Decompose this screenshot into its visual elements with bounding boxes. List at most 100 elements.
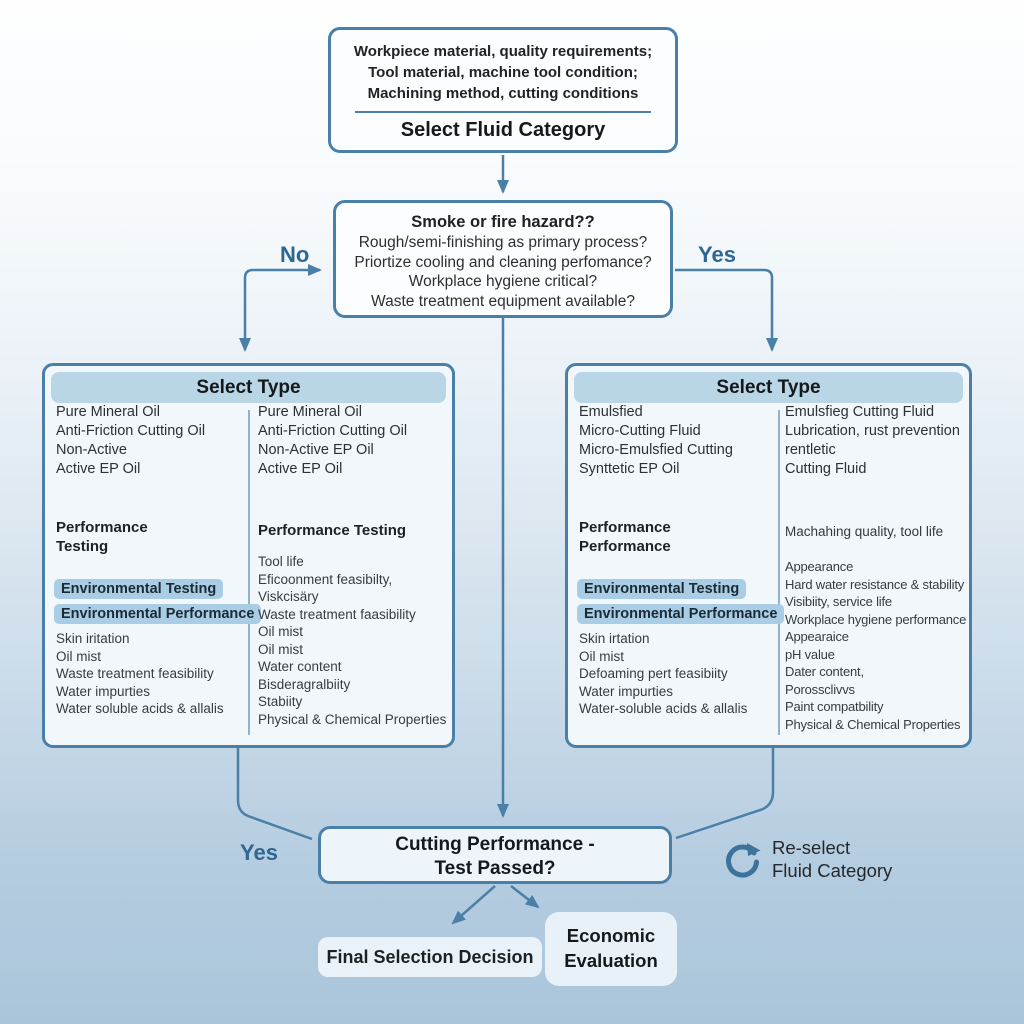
decision-title: Smoke or fire hazard?? [411, 213, 595, 231]
connector-yes-down [675, 268, 778, 352]
connector-no-down [239, 268, 254, 352]
fluid-type: Micro-Emulsfied Cutting [579, 442, 733, 458]
economic-evaluation-line: Economic [566, 925, 656, 946]
test-item: Stabiity [258, 694, 303, 709]
yes-label: Yes [698, 242, 736, 267]
left-col2-performance-heading: Performance Testing [258, 521, 406, 540]
test-item: Dater content, [785, 664, 864, 679]
test-item: pH value [785, 646, 835, 662]
test-item: Oil mist [579, 648, 624, 664]
test-item: Water impurties [56, 683, 151, 699]
start-box-inputs: Workpiece material, quality requirements… [331, 41, 675, 104]
test-item: Tool life [258, 554, 304, 569]
column-divider-left-box [248, 410, 250, 735]
input-condition-line: Tool material, machine tool condition; [368, 64, 638, 81]
fluid-type: Active EP Oil [56, 461, 141, 477]
test-item: Skin iritation [56, 631, 130, 646]
cutting-performance-line: Cutting Performance - [395, 834, 595, 855]
test-item: Physical & Chemical Properties [258, 711, 447, 727]
heading-line: Performance [579, 519, 671, 536]
heading-line: Performance Testing [258, 522, 407, 539]
connector-test-to-final [451, 885, 496, 925]
fluid-type: Emulsfied [579, 404, 643, 420]
reselect-line: Fluid Category [772, 860, 893, 881]
test-item: Bisderagralbiity [258, 676, 351, 692]
environmental-performance-pill-right: Environmental Performance [577, 604, 785, 624]
fluid-type: Anti-Friction Cutting Oil [258, 423, 408, 439]
start-box-divider [355, 111, 651, 113]
test-item: Appearance [785, 559, 854, 574]
decision-question-line: Priortize cooling and cleaning perfomanc… [354, 253, 652, 271]
decision-questions: Rough/semi-finishing as primary process?… [336, 233, 670, 311]
fluid-type: Lubrication, rust prevention [785, 423, 960, 439]
connector-right-to-test [675, 748, 775, 840]
test-item: Defoaming pert feasibiity [579, 666, 728, 681]
decision-question-line: Workplace hygiene critical? [408, 273, 598, 290]
economic-evaluation-line: Evaluation [564, 950, 658, 971]
test-item: Skin irtation [579, 631, 650, 646]
fluid-type: Micro-Cutting Fluid [579, 423, 701, 439]
test-item: Physical & Chemical Properties [785, 716, 961, 732]
no-label: No [280, 242, 310, 267]
test-item: Waste treatment feasibility [56, 666, 214, 681]
test-item: Waste treatment faasibility [258, 606, 416, 622]
decision-question-line: Waste treatment equipment available? [371, 292, 635, 310]
test-item: Viskcisäry [258, 589, 319, 604]
fluid-type: Anti-Friction Cutting Oil [56, 423, 206, 439]
fluid-type: Synttetic EP Oil [579, 461, 680, 477]
select-type-box-right: Select Type [565, 363, 972, 748]
input-condition-line: Machining method, cutting conditions [367, 85, 639, 102]
test-item: Porossclivvs [785, 681, 855, 697]
connector-test-to-economic [510, 885, 540, 909]
test-item: Eficoonment feasibilty, [258, 571, 393, 587]
test-item: Oil mist [258, 641, 303, 657]
fluid-type: Active EP Oil [258, 461, 343, 477]
heading-line: Testing [56, 538, 109, 555]
input-condition-line: Workpiece material, quality requirements… [353, 43, 653, 60]
heading-line: Performance [579, 538, 671, 555]
environmental-testing-pill-left: Environmental Testing [54, 579, 224, 599]
connector-left-to-test [236, 748, 313, 841]
test-item: Water impurties [579, 683, 674, 699]
cutting-performance-box: Cutting Performance - Test Passed? [318, 826, 672, 884]
heading-line: Performance [56, 519, 148, 536]
select-type-header-left: Select Type [51, 372, 446, 403]
select-fluid-category-title: Select Fluid Category [400, 119, 606, 141]
cutting-performance-line: Test Passed? [434, 858, 556, 879]
test-item: Oil mist [56, 648, 101, 664]
test-item: Workplace hygiene performance [785, 611, 967, 627]
test-item: Paint compatbility [785, 699, 884, 714]
start-box: Workpiece material, quality requirements… [328, 27, 678, 153]
test-item: Water-soluble acids & allalis [579, 701, 748, 716]
yes-bottom-label: Yes [240, 840, 278, 865]
right-col2-note: Machahing quality, tool life [785, 524, 944, 539]
test-item: Oil mist [258, 624, 303, 639]
select-type-header-right: Select Type [574, 372, 963, 403]
refresh-icon [720, 838, 764, 882]
test-item: Visibiity, service life [785, 594, 892, 609]
test-item: Hard water resistance & stability [785, 576, 965, 592]
fluid-type: Cutting Fluid [785, 461, 867, 477]
environmental-testing-pill-right: Environmental Testing [577, 579, 747, 599]
decision-box: Smoke or fire hazard?? Rough/semi-finish… [333, 200, 673, 318]
select-type-box-left: Select Type [42, 363, 455, 748]
fluid-type: Non-Active EP Oil [258, 442, 374, 458]
decision-question-line: Rough/semi-finishing as primary process? [358, 234, 648, 251]
test-item: Water soluble acids & allalis [56, 701, 224, 716]
cutting-performance-lines: Cutting Performance - Test Passed? [321, 833, 669, 881]
fluid-type: rentletic [785, 442, 836, 458]
